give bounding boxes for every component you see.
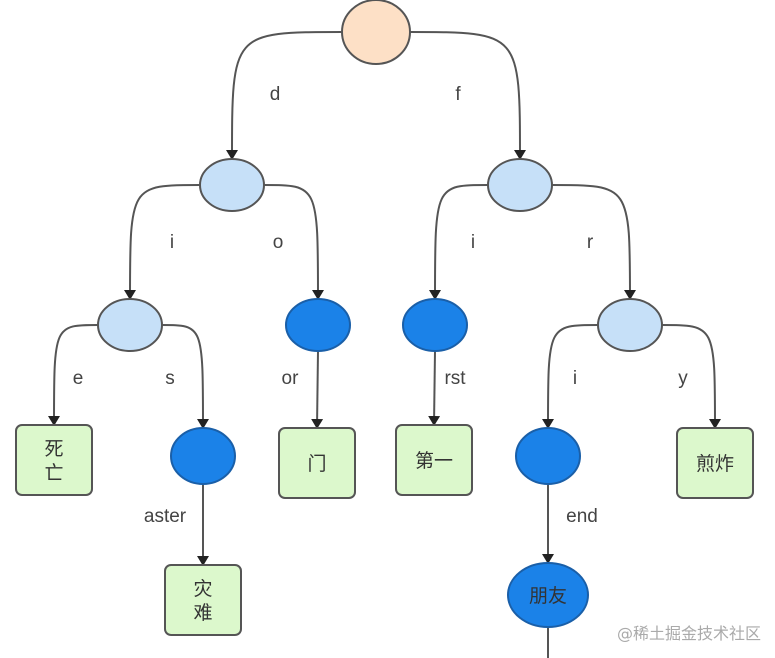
leaf-box <box>15 424 93 496</box>
edge-di-die <box>48 324 99 426</box>
leaf-box <box>278 427 356 499</box>
node-fry: 煎炸 <box>676 427 754 499</box>
edge-f-fi <box>429 184 489 300</box>
node-root <box>341 0 411 65</box>
edge-fr-fry <box>661 324 721 429</box>
node-fri <box>515 427 581 485</box>
trie-node-circle <box>199 158 265 212</box>
edge-label: e <box>73 368 84 389</box>
trie-node-circle <box>515 427 581 485</box>
edge-di-dis <box>161 324 209 429</box>
edge-label: end <box>566 506 598 527</box>
edge-label: d <box>270 84 281 105</box>
edge-label: y <box>678 368 688 389</box>
edge-label: s <box>165 368 175 389</box>
node-label: 朋友 <box>529 585 567 607</box>
node-door: 门 <box>278 427 356 499</box>
node-label: 煎炸 <box>696 453 734 475</box>
edge-fi-first <box>428 350 441 426</box>
node-fr <box>597 298 663 352</box>
node-first: 第一 <box>395 424 473 496</box>
node-die: 死亡 <box>15 424 93 496</box>
trie-node-circle <box>341 0 411 65</box>
node-d <box>199 158 265 212</box>
edge-label: i <box>573 368 577 389</box>
edge-label: r <box>587 232 594 253</box>
node-f <box>487 158 553 212</box>
trie-node-circle <box>97 298 163 352</box>
edge-do-door <box>311 350 324 429</box>
trie-node-circle <box>597 298 663 352</box>
node-disaster: 灾难 <box>164 564 242 636</box>
edge-label: rst <box>444 368 466 389</box>
edge-f-fr <box>551 184 636 300</box>
watermark: @稀土掘金技术社区 <box>616 624 761 643</box>
node-fi <box>402 298 468 352</box>
edge-d-do <box>263 184 324 300</box>
edge-label: or <box>282 368 300 389</box>
node-label: 灾 <box>193 578 212 600</box>
node-do <box>285 298 351 352</box>
node-label: 死 <box>44 438 63 460</box>
node-di <box>97 298 163 352</box>
edge-label: o <box>273 232 284 253</box>
node-label: 第一 <box>415 450 453 472</box>
node-label: 亡 <box>44 462 63 484</box>
node-dis <box>170 427 236 485</box>
leaf-box <box>395 424 473 496</box>
node-friend: 朋友 <box>507 562 589 628</box>
trie-node-circle <box>170 427 236 485</box>
node-label: 难 <box>193 602 212 624</box>
edge-root-f <box>409 31 526 160</box>
edge-label: i <box>471 232 475 253</box>
leaf-box <box>164 564 242 636</box>
edge-root-d <box>226 31 343 160</box>
edge-label: i <box>170 232 174 253</box>
trie-node-circle <box>507 562 589 628</box>
edge-label: aster <box>144 506 187 527</box>
edge-fr-fri <box>542 324 599 429</box>
leaf-box <box>676 427 754 499</box>
trie-node-circle <box>285 298 351 352</box>
trie-node-circle <box>487 158 553 212</box>
trie-node-circle <box>402 298 468 352</box>
edge-label: f <box>455 84 461 105</box>
node-label: 门 <box>307 453 326 475</box>
edge-d-di <box>124 184 201 300</box>
